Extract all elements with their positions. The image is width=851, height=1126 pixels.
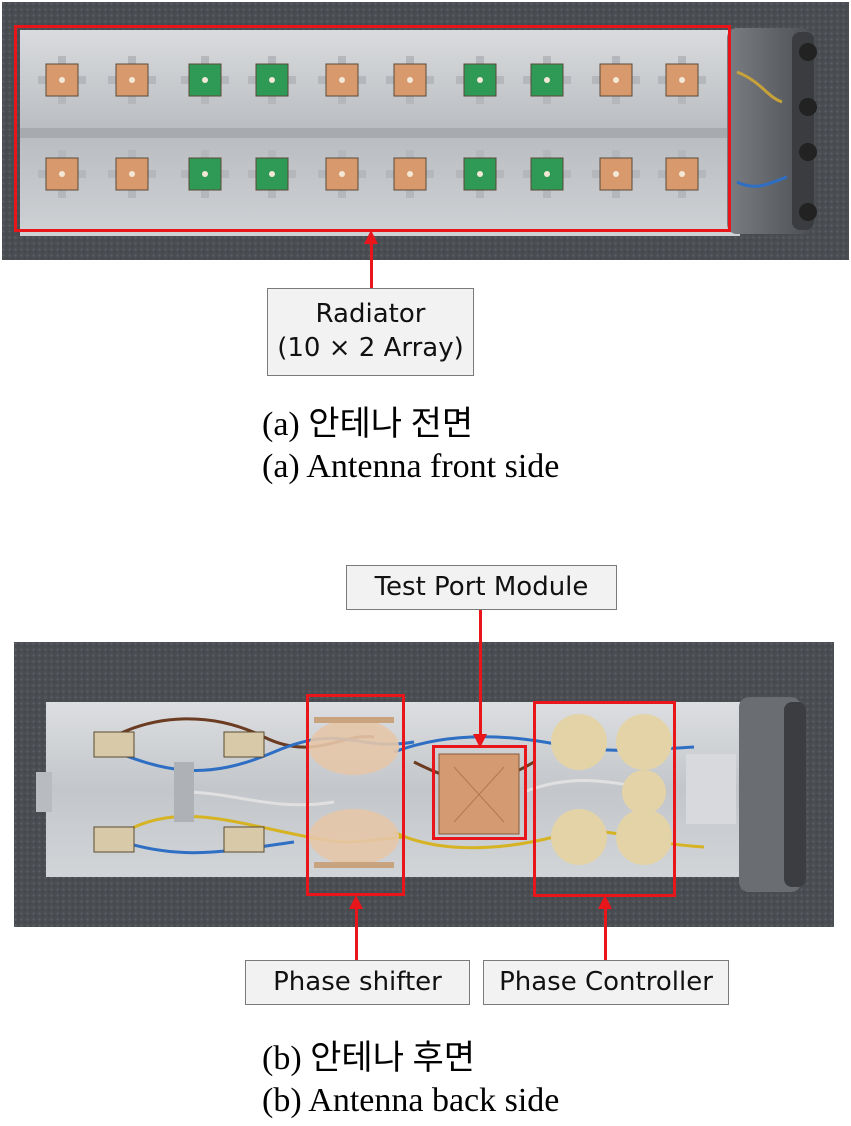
antenna-back-photo: [14, 642, 834, 927]
back-caption-english: (b) Antenna back side: [262, 1082, 560, 1119]
front-caption-korean: (a) 안테나 전면: [262, 406, 474, 443]
test-port-module-callout: Test Port Module: [346, 565, 617, 610]
radiator-element-icon: [456, 150, 504, 198]
phase-controller-arrow-line: [604, 908, 607, 960]
radiator-element-icon: [108, 150, 156, 198]
antenna-back-illustration: [14, 642, 834, 927]
radiator-element-icon: [318, 56, 366, 104]
radiator-element-icon: [523, 56, 571, 104]
radiator-arrow-head: [364, 230, 378, 244]
radiator-callout-line1: Radiator: [315, 299, 426, 329]
radiator-element-icon: [248, 150, 296, 198]
phase-controller-arrow-head: [598, 895, 612, 909]
radiator-array: [38, 56, 706, 198]
front-caption-english: (a) Antenna front side: [262, 448, 560, 485]
radiator-element-icon: [38, 56, 86, 104]
phase-shifter-arrow-head: [349, 895, 363, 909]
radiator-element-icon: [318, 150, 366, 198]
radiator-element-icon: [248, 56, 296, 104]
radiator-element-icon: [108, 56, 156, 104]
radiator-element-icon: [181, 56, 229, 104]
radiator-element-icon: [658, 56, 706, 104]
radiator-element-icon: [386, 150, 434, 198]
radiator-element-icon: [456, 56, 504, 104]
radiator-element-icon: [386, 56, 434, 104]
phase-controller-callout: Phase Controller: [483, 960, 729, 1005]
radiator-element-icon: [181, 150, 229, 198]
radiator-highlight-box: [14, 25, 731, 232]
antenna-front-photo: [2, 2, 849, 260]
radiator-element-icon: [523, 150, 571, 198]
phase-shifter-callout: Phase shifter: [245, 960, 470, 1005]
radiator-element-icon: [38, 150, 86, 198]
radiator-arrow-line: [370, 243, 373, 288]
radiator-element-icon: [592, 56, 640, 104]
test-port-arrow-line: [479, 610, 482, 738]
phase-controller-highlight-box: [533, 701, 676, 897]
phase-shifter-arrow-line: [355, 908, 358, 960]
phase-shifter-highlight-box: [306, 694, 405, 896]
radiator-callout: Radiator (10 × 2 Array): [267, 288, 474, 376]
back-caption-korean: (b) 안테나 후면: [262, 1040, 476, 1077]
radome-end-cap: [727, 28, 812, 234]
radiator-element-icon: [658, 150, 706, 198]
test-port-module-highlight-box: [432, 745, 527, 840]
radiator-element-icon: [592, 150, 640, 198]
radiator-callout-line2: (10 × 2 Array): [277, 333, 464, 363]
test-port-arrow-head: [473, 734, 487, 748]
antenna-front-illustration: [2, 2, 849, 260]
connector-icon: [93, 731, 265, 853]
